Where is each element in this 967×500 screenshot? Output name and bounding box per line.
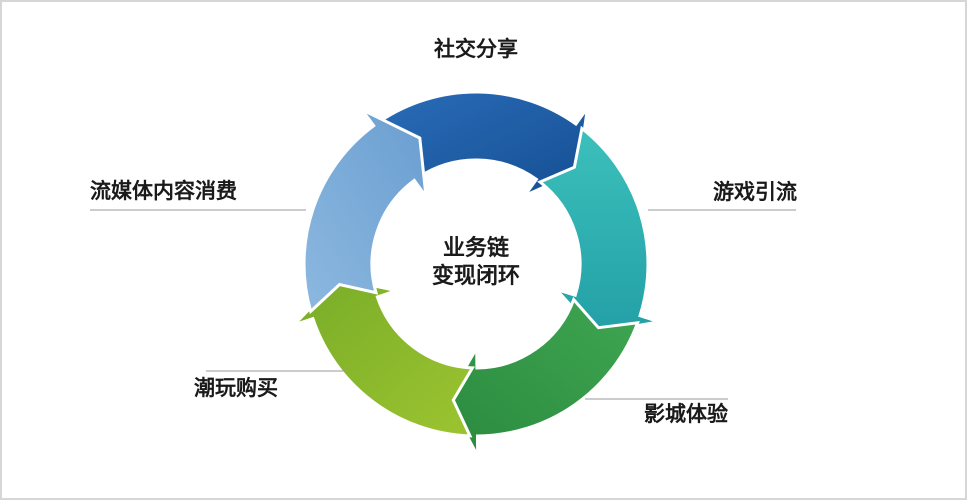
node-label-game: 游戏引流 xyxy=(713,180,797,204)
node-label-cinema: 影城体验 xyxy=(644,402,728,426)
node-label-toys: 潮玩购买 xyxy=(194,376,278,400)
center-label-line1: 业务链 xyxy=(443,235,509,261)
node-label-media: 流媒体内容消费 xyxy=(90,179,237,203)
node-label-social: 社交分享 xyxy=(433,37,518,61)
segment-toys xyxy=(292,276,475,438)
segment-social xyxy=(376,90,589,200)
segment-cinema xyxy=(445,296,640,457)
segment-game xyxy=(537,125,660,335)
segment-media xyxy=(302,108,429,315)
center-label-line2: 变现闭环 xyxy=(432,263,520,289)
